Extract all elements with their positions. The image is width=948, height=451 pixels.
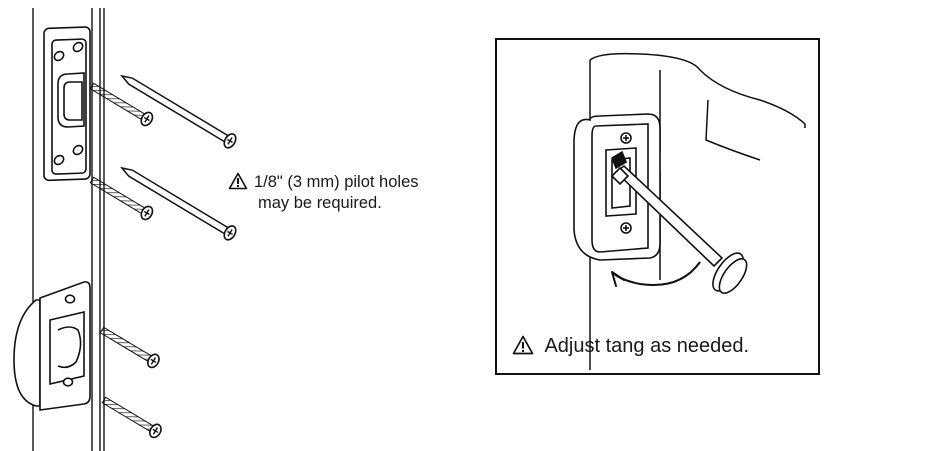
warning-triangle-icon	[512, 335, 544, 357]
latch-plate	[13, 281, 91, 411]
long-screw-2	[120, 166, 237, 241]
pilot-hole-note: 1/8" (3 mm) pilot holes may be required.	[228, 172, 419, 214]
pilot-note-line1: 1/8" (3 mm) pilot holes	[254, 173, 419, 191]
curved-arrow-icon	[611, 261, 701, 287]
wood-screw-2	[89, 176, 154, 221]
screwdriver	[610, 164, 748, 294]
tang-adjust-note: Adjust tang as needed.	[512, 334, 749, 358]
warning-triangle-icon	[228, 172, 254, 193]
wood-screw-1	[89, 82, 154, 127]
wood-screw-3	[99, 326, 160, 369]
pilot-note-line2: may be required.	[258, 194, 382, 212]
strike-plate	[43, 26, 91, 182]
tang-note-text: Adjust tang as needed.	[544, 335, 750, 357]
wood-screw-4	[101, 396, 162, 439]
long-screw-1	[120, 74, 237, 149]
